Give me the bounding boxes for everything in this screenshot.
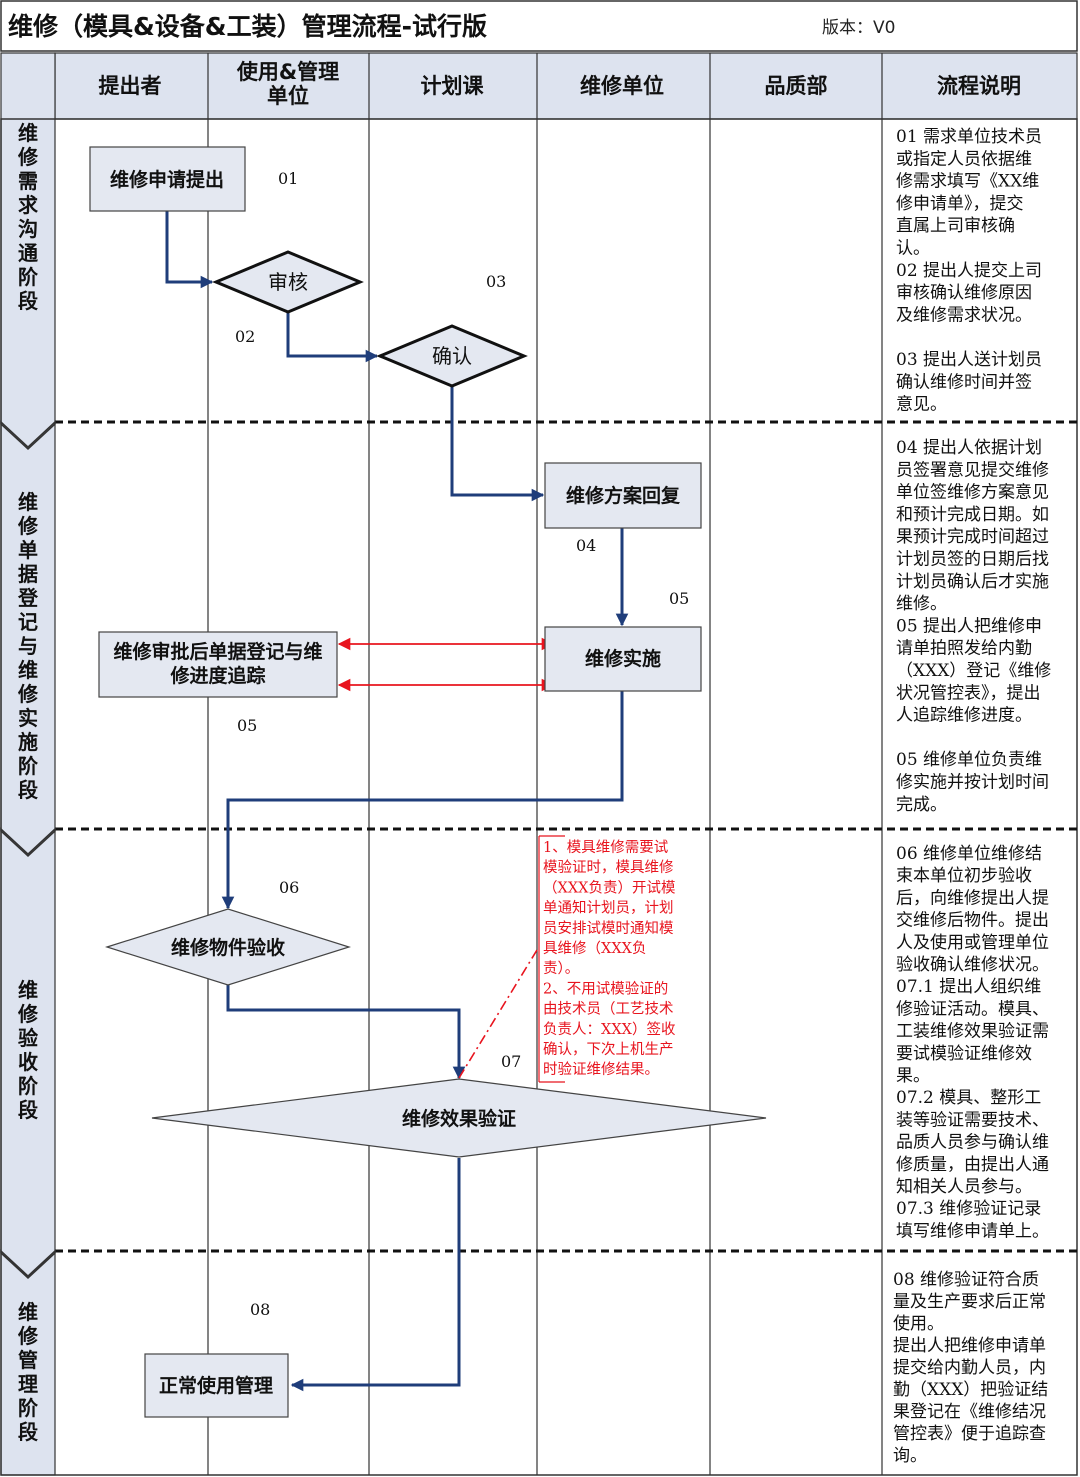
node-review-label: 审核 [268, 270, 308, 294]
description-phase-2: 04 提出人依据计划员签署意见提交维修单位签维修方案意见和预计完成日期。如果预计… [896, 438, 1051, 815]
lane-separators [207, 53, 883, 1475]
node-repair-request: 维修申请提出 [89, 146, 246, 212]
page-title: 维修（模具&设备&工装）管理流程-试行版 [8, 12, 487, 41]
connector-confirm-to-plan [450, 386, 545, 502]
phase-column [0, 52, 56, 1476]
note-leader-line [458, 949, 538, 1079]
col-header-user-unit: 使用&管理单位 [236, 60, 339, 108]
phase-chevrons [0, 420, 56, 1280]
phase-dividers [55, 420, 1077, 1253]
connector-implement-to-acceptance [221, 691, 624, 910]
title-bar [0, 0, 1078, 52]
connector-verification-to-normal-use [290, 1158, 461, 1392]
description-phase-3: 06 维修单位维修结束本单位初步验收后，向维修提出人提交维修后物件。提出人及使用… [896, 844, 1049, 1241]
description-text-4: 08 维修验证符合质量及生产要求后正常使用。提出人把维修申请单提交给内勤人员，内… [893, 1270, 1048, 1466]
step-label-05a: 05 [669, 589, 689, 608]
phase-label-2: 维修单据登记与维修实施阶段 [17, 490, 39, 802]
description-text-3: 06 维修单位维修结束本单位初步验收后，向维修提出人提交维修后物件。提出人及使用… [896, 844, 1049, 1241]
node-repair-request-label: 维修申请提出 [110, 168, 224, 191]
col-header-planning: 计划课 [421, 74, 485, 98]
step-label-08: 08 [250, 1300, 270, 1319]
node-verification-label: 维修效果验证 [402, 1107, 516, 1130]
table-border [0, 118, 1078, 1476]
phase-label-4: 维修管理阶段 [17, 1300, 39, 1444]
note-text: 1、模具维修需要试模验证时，模具维修（XXX负责）开试模单通知计划员，计划员安排… [543, 839, 675, 1078]
sync-arrows [337, 637, 555, 692]
node-plan-reply: 维修方案回复 [544, 462, 702, 529]
step-label-03: 03 [486, 272, 506, 291]
node-normal-use: 正常使用管理 [144, 1353, 289, 1418]
step-label-04: 04 [576, 536, 596, 555]
node-verification: 维修效果验证 [151, 1078, 767, 1158]
note-text-block: 1、模具维修需要试模验证时，模具维修（XXX负责）开试模单通知计划员，计划员安排… [543, 839, 675, 1078]
description-phase-1: 01 需求单位技术员或指定人员依据维修需求填写《XX维修申请单》，提交直属上司审… [896, 127, 1042, 415]
node-confirm: 确认 [376, 324, 528, 388]
col-header-description: 流程说明 [937, 74, 1021, 98]
flow-connectors [165, 211, 629, 1392]
description-text-2: 04 提出人依据计划员签署意见提交维修单位签维修方案意见和预计完成日期。如果预计… [896, 438, 1051, 815]
step-label-05b: 05 [237, 716, 257, 735]
node-normal-use-label: 正常使用管理 [159, 1374, 273, 1397]
node-implement: 维修实施 [544, 626, 702, 692]
node-confirm-label: 确认 [432, 344, 472, 368]
connector-review-to-confirm [286, 312, 379, 363]
step-label-07: 07 [501, 1052, 521, 1071]
version-label: 版本：V0 [822, 18, 895, 38]
node-register-track: 维修审批后单据登记与维修进度追踪 [98, 631, 338, 698]
description-text-1: 01 需求单位技术员或指定人员依据维修需求填写《XX维修申请单》，提交直属上司审… [896, 127, 1042, 415]
node-acceptance-label: 维修物件验收 [171, 936, 285, 959]
step-label-06: 06 [279, 878, 299, 897]
node-review: 审核 [212, 250, 364, 314]
phase-label-3: 维修验收阶段 [17, 978, 39, 1122]
phase-label-1: 维修需求沟通阶段 [17, 121, 39, 313]
col-header-quality: 品质部 [765, 74, 828, 98]
node-register-track-label: 维修审批后单据登记与维修进度追踪 [113, 640, 322, 687]
connector-acceptance-to-verification [226, 985, 466, 1080]
step-label-02: 02 [235, 327, 255, 346]
node-acceptance: 维修物件验收 [104, 908, 352, 986]
connector-request-to-review [165, 211, 214, 289]
node-plan-reply-label: 维修方案回复 [566, 484, 681, 507]
step-labels: 01 02 03 04 05 05 06 07 08 [235, 169, 689, 1319]
description-phase-4: 08 维修验证符合质量及生产要求后正常使用。提出人把维修申请单提交给内勤人员，内… [893, 1270, 1048, 1466]
step-label-01: 01 [278, 169, 298, 188]
node-implement-label: 维修实施 [585, 647, 661, 670]
header-row [54, 52, 1078, 120]
col-header-proposer: 提出者 [99, 74, 162, 98]
col-header-repair-unit: 维修单位 [580, 74, 664, 98]
